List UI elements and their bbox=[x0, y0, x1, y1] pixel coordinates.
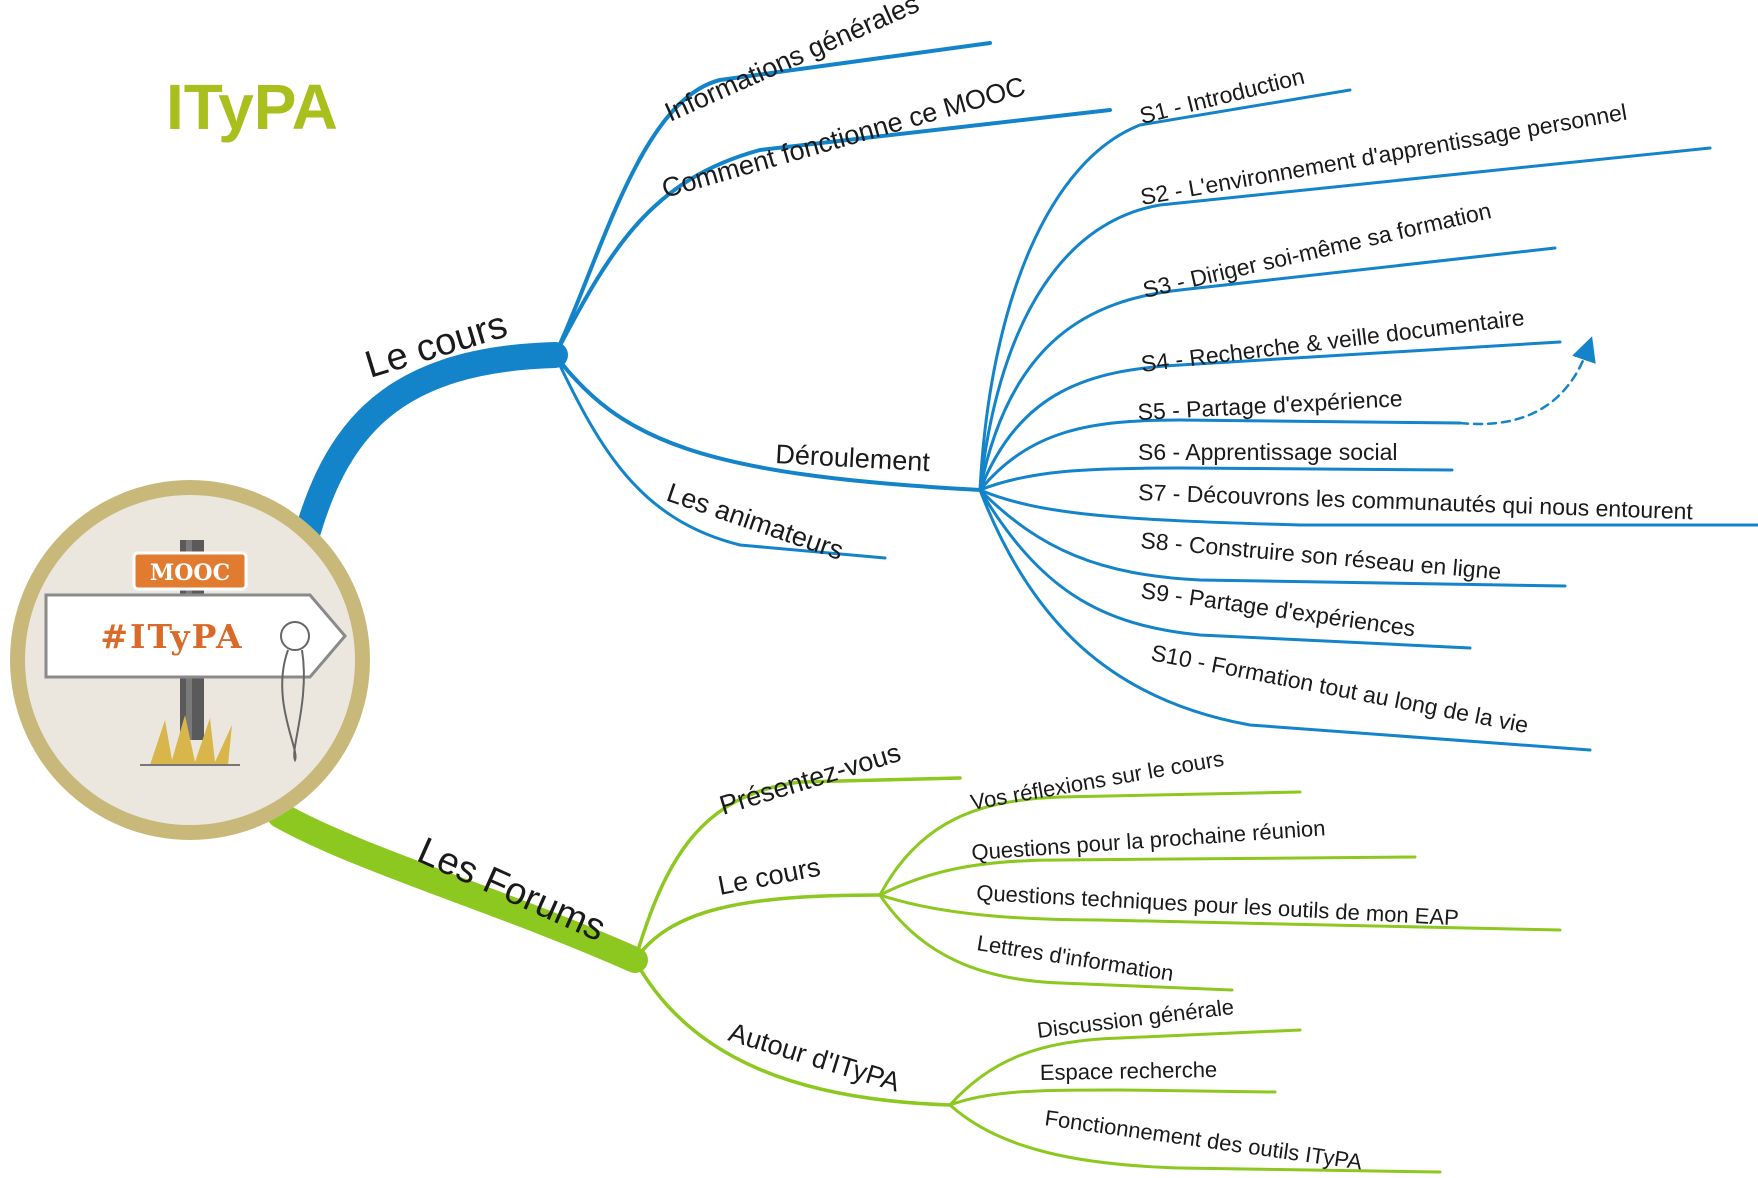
connector-presentez bbox=[633, 776, 962, 962]
node-reflexions: Vos réflexions sur le cours bbox=[969, 746, 1226, 815]
connector-questions bbox=[878, 855, 1417, 897]
connector-s9 bbox=[978, 488, 1472, 650]
connector-comment bbox=[553, 108, 1112, 357]
node-session-3: S3 - Diriger soi-même sa formation bbox=[1140, 197, 1493, 303]
connector-s10 bbox=[978, 488, 1592, 752]
connector-infos bbox=[553, 41, 992, 357]
connector-s1 bbox=[978, 88, 1352, 492]
connector-discussion bbox=[948, 1028, 1302, 1107]
connector-s5 bbox=[978, 418, 1462, 492]
node-deroulement: Déroulement bbox=[775, 439, 931, 477]
connector-s4 bbox=[978, 340, 1562, 492]
node-session-6: S6 - Apprentissage social bbox=[1138, 439, 1398, 465]
connector-lecours bbox=[633, 893, 882, 962]
logo-sign-text: #ITyPA bbox=[100, 617, 243, 656]
connector-s7 bbox=[978, 488, 1758, 527]
connector-techniques bbox=[878, 893, 1562, 932]
node-session-7: S7 - Découvrons les communautés qui nous… bbox=[1138, 479, 1694, 524]
connector-autour bbox=[633, 958, 952, 1107]
logo-badge-text: MOOC bbox=[150, 560, 230, 586]
node-session-10: S10 - Formation tout au long de la vie bbox=[1149, 639, 1530, 738]
connector-s3 bbox=[978, 246, 1557, 492]
connector-main-forums bbox=[267, 802, 648, 973]
page-title: ITyPA bbox=[166, 71, 338, 143]
connector-s8 bbox=[978, 488, 1567, 588]
mooc-logo: MOOC #ITyPA bbox=[10, 480, 370, 840]
node-session-5: S5 - Partage d'expérience bbox=[1137, 385, 1403, 425]
node-autour-ityPA: Autour d'ITyPA bbox=[725, 1017, 903, 1098]
node-fonctionnement-outils: Fonctionnement des outils ITyPA bbox=[1043, 1105, 1364, 1174]
node-session-4: S4 - Recherche & veille documentaire bbox=[1139, 304, 1525, 377]
node-les-animateurs: Les animateurs bbox=[663, 477, 847, 565]
link-s5-s4 bbox=[1458, 336, 1596, 426]
branch-les-forums bbox=[267, 776, 1562, 1174]
connector-s6 bbox=[978, 466, 1454, 492]
node-session-1: S1 - Introduction bbox=[1137, 63, 1307, 129]
connector-lettres bbox=[878, 893, 1234, 992]
connector-reflexions bbox=[878, 790, 1302, 897]
connector-s2 bbox=[978, 146, 1712, 492]
connector-fonctionnement bbox=[948, 1103, 1442, 1174]
node-session-2: S2 - L'environnement d'apprentissage per… bbox=[1138, 99, 1628, 210]
node-forum-le-cours: Le cours bbox=[715, 852, 822, 901]
connector-main-cours bbox=[287, 342, 568, 573]
connector-espace bbox=[948, 1088, 1277, 1107]
branch-le-cours bbox=[287, 41, 1758, 752]
node-informations-generales: Informations générales bbox=[660, 0, 923, 127]
connector-deroulement bbox=[553, 353, 982, 492]
connector-animateurs bbox=[553, 353, 887, 560]
node-session-8: S8 - Construire son réseau en ligne bbox=[1140, 527, 1503, 584]
node-espace-recherche: Espace recherche bbox=[1040, 1057, 1218, 1085]
